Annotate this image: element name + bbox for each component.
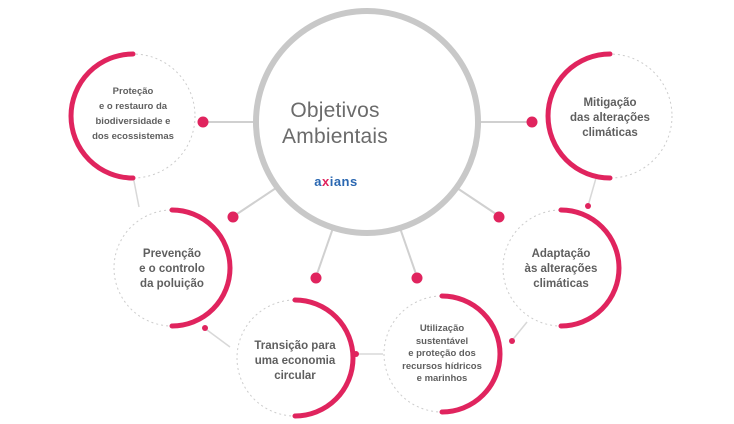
link-pollution-circular [202, 326, 231, 348]
logo-prefix: a [314, 174, 322, 189]
node-pollution [113, 207, 233, 329]
label-line: e o controlo [139, 263, 205, 275]
spoke-pollution [236, 187, 277, 215]
spoke-adaptation [456, 187, 497, 215]
hub-ring [253, 8, 481, 236]
label-biodiversity: Proteção e o restauro da biodiversidade … [78, 84, 188, 144]
label-line: dos ecossistemas [92, 131, 174, 142]
label-circular: Transição para uma economia circular [240, 339, 350, 384]
dot-water [411, 272, 423, 284]
node-circular [236, 297, 356, 419]
hub-title: Objetivos Ambientais [250, 98, 420, 150]
label-line: Utilização [419, 323, 465, 334]
link-dot-circular [353, 351, 359, 357]
label-line: sustentável [415, 335, 469, 347]
label-line: da poluição [140, 278, 204, 290]
node-adaptation [502, 207, 622, 329]
link-dot-pollution [202, 325, 208, 331]
dot-circular [310, 272, 322, 284]
label-water: Utilização sustentável e proteção dos re… [392, 323, 492, 386]
dot-mitigation [526, 116, 538, 128]
hub-spokes [206, 121, 529, 275]
node-biodiversity [68, 51, 196, 181]
link-mitigation-adaptation [587, 177, 597, 207]
dot-pollution [227, 211, 239, 223]
label-line: e marinhos [416, 373, 468, 384]
label-line: Mitigação [583, 97, 637, 109]
logo-accent: x [321, 174, 330, 189]
node-mitigation [545, 51, 673, 181]
label-line: recursos hídricos [402, 360, 482, 372]
link-dot-mitigation [585, 203, 591, 209]
link-biodiversity-pollution [132, 175, 140, 208]
label-line: climáticas [582, 127, 638, 139]
axians-logo: axians [300, 174, 372, 189]
label-line: Prevenção [142, 248, 202, 260]
label-line: das alterações [570, 112, 650, 124]
logo-suffix: ians [329, 174, 358, 189]
dot-biodiversity [197, 116, 209, 128]
link-dots [202, 203, 591, 357]
hub-title-line: Objetivos [290, 99, 380, 122]
label-mitigation: Mitigação das alterações climáticas [558, 96, 662, 141]
node-water [383, 293, 503, 415]
label-line: climáticas [533, 278, 589, 290]
spoke-dots [197, 116, 538, 284]
label-line: Adaptação [531, 248, 591, 260]
label-line: às alterações [524, 263, 598, 275]
label-line: Transição para [254, 340, 336, 352]
label-line: biodiversidade e [95, 116, 171, 127]
dot-adaptation [493, 211, 505, 223]
link-dot-water [509, 338, 515, 344]
spoke-circular [316, 227, 334, 275]
hub-title-line: Ambientais [282, 125, 388, 148]
spoke-water [399, 227, 417, 275]
label-pollution: Prevenção e o controlo da poluição [120, 247, 224, 292]
label-line: Proteção [112, 86, 154, 97]
label-line: e o restauro da [98, 101, 168, 112]
label-line: e proteção dos [408, 348, 476, 359]
label-line: uma economia [254, 355, 336, 367]
label-adaptation: Adaptação às alterações climáticas [509, 247, 613, 292]
label-line: circular [274, 370, 316, 382]
